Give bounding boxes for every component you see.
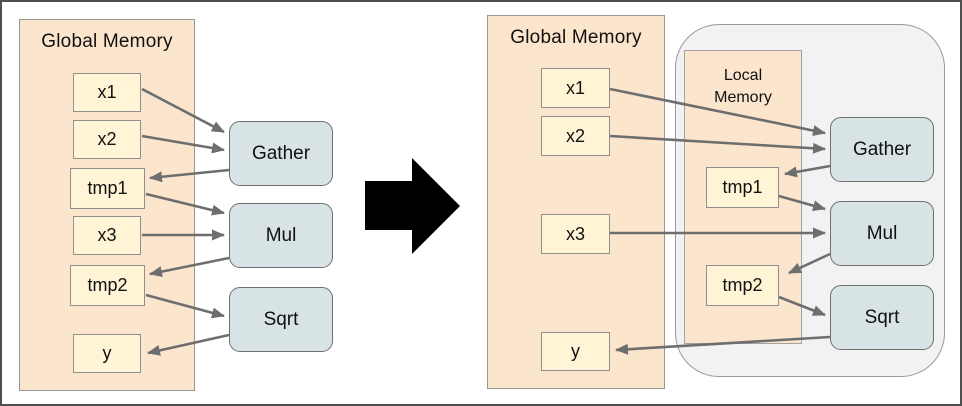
left-panel-title: Global Memory bbox=[41, 31, 173, 52]
right-cell-tmp1: tmp1 bbox=[706, 167, 779, 208]
right-cell-x2: x2 bbox=[541, 116, 610, 156]
left-cell-x1-label: x1 bbox=[97, 82, 117, 102]
left-cell-x2: x2 bbox=[73, 120, 141, 159]
left-op-sqrt: Sqrt bbox=[229, 287, 333, 352]
right-op-sqrt-label: Sqrt bbox=[864, 306, 900, 328]
right-cell-x1-label: x1 bbox=[565, 77, 585, 98]
left-op-mul-label: Mul bbox=[265, 224, 297, 246]
right-op-sqrt: Sqrt bbox=[830, 285, 934, 350]
left-op-gather: Gather bbox=[229, 121, 333, 186]
right-cell-tmp2: tmp2 bbox=[706, 265, 779, 306]
right-cell-x3: x3 bbox=[541, 214, 610, 254]
left-cell-x1: x1 bbox=[73, 73, 141, 112]
right-cell-tmp1-label: tmp1 bbox=[722, 177, 763, 197]
left-cell-tmp1: tmp1 bbox=[70, 168, 145, 209]
right-cell-x3-label: x3 bbox=[565, 223, 585, 244]
left-cell-x2-label: x2 bbox=[97, 129, 117, 149]
left-cell-tmp2: tmp2 bbox=[70, 265, 145, 306]
right-op-mul-label: Mul bbox=[866, 222, 898, 244]
left-cell-tmp1-label: tmp1 bbox=[87, 178, 128, 198]
right-cell-x2-label: x2 bbox=[565, 125, 585, 146]
right-global-memory-panel: Global Memory bbox=[487, 15, 665, 389]
left-cell-x3: x3 bbox=[73, 216, 141, 255]
right-panel-title: Global Memory bbox=[510, 27, 642, 48]
left-cell-y-label: y bbox=[102, 343, 112, 363]
local-memory-title: Local Memory bbox=[714, 67, 772, 106]
right-op-gather-label: Gather bbox=[852, 138, 912, 160]
left-cell-x3-label: x3 bbox=[97, 225, 117, 245]
right-op-gather: Gather bbox=[830, 117, 934, 182]
right-op-mul: Mul bbox=[830, 201, 934, 266]
transform-arrow-icon bbox=[365, 158, 460, 254]
left-cell-y: y bbox=[73, 334, 141, 373]
right-cell-tmp2-label: tmp2 bbox=[722, 275, 763, 295]
right-cell-y: y bbox=[541, 332, 610, 371]
left-op-gather-label: Gather bbox=[251, 142, 311, 164]
left-cell-tmp2-label: tmp2 bbox=[87, 275, 128, 295]
right-cell-y-label: y bbox=[571, 341, 580, 361]
left-op-sqrt-label: Sqrt bbox=[263, 308, 299, 330]
left-op-mul: Mul bbox=[229, 203, 333, 268]
right-cell-x1: x1 bbox=[541, 68, 610, 108]
